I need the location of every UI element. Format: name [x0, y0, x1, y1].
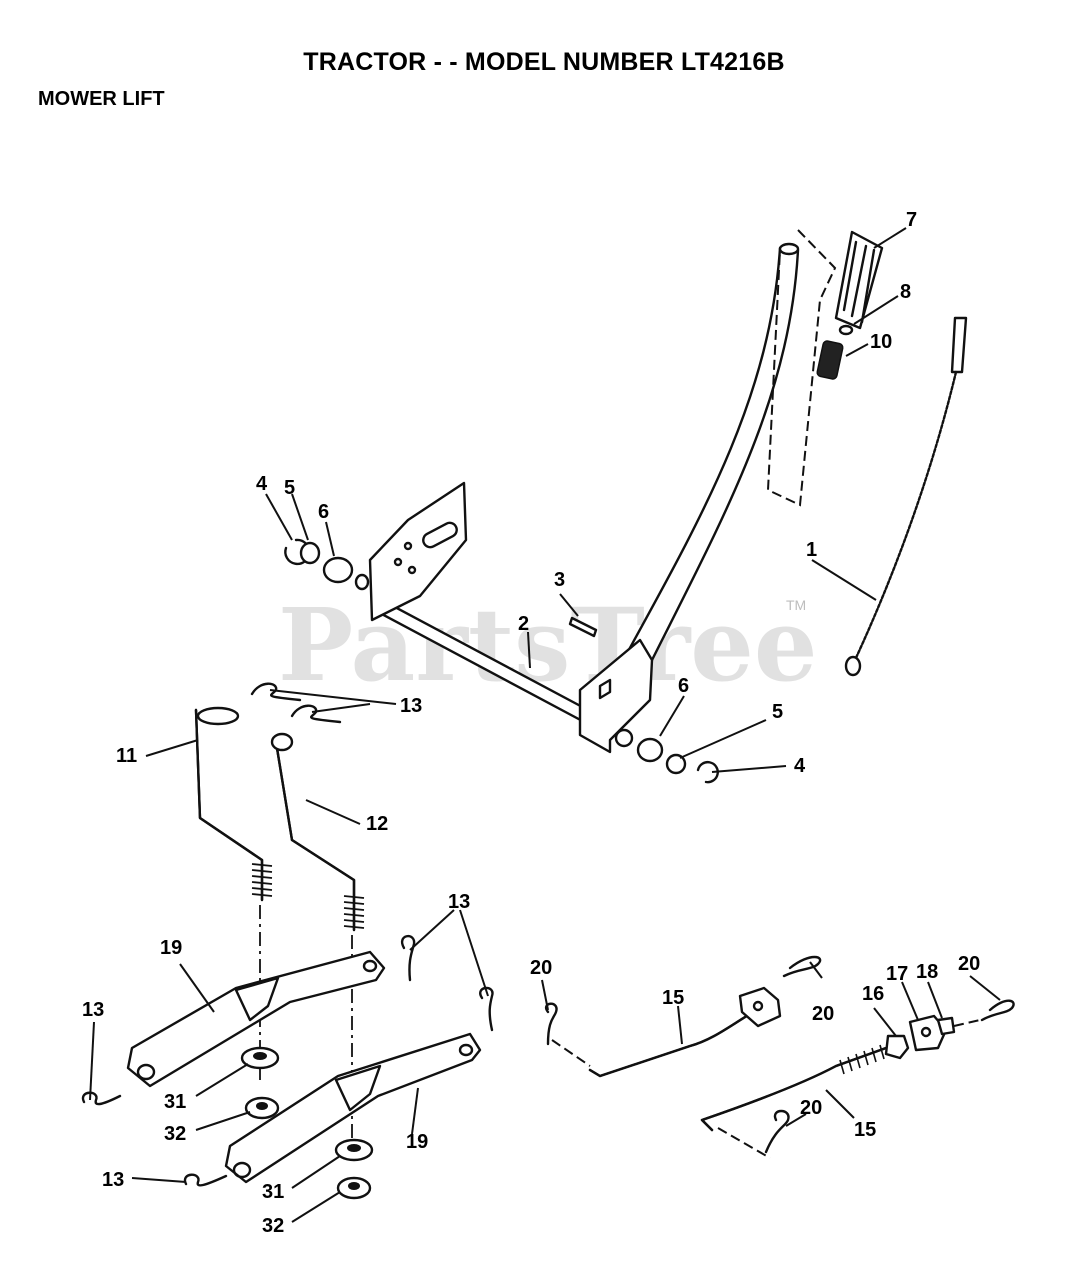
part-grip: [834, 230, 884, 330]
hairpin-clips-20: [545, 955, 1015, 1154]
callout-20-b: 20: [812, 1003, 834, 1025]
callout-19-lower: 19: [406, 1131, 428, 1153]
part-lift-bracket: [578, 638, 654, 754]
callout-6-right: 6: [678, 675, 689, 697]
dash-20-b: [953, 1019, 981, 1027]
callout-11: 11: [116, 745, 137, 767]
callout-7: 7: [906, 209, 917, 231]
callout-32-lower: 32: [262, 1215, 284, 1237]
part-rod-15-upper: [588, 1012, 752, 1078]
callout-10: 10: [870, 331, 892, 353]
grip-guide-dashed: [766, 229, 837, 507]
callout-31-upper: 31: [164, 1091, 186, 1113]
part-nut-16: [884, 1034, 910, 1060]
callouts: 1 2 3 4 4 5 5 6 6 7 8 10 11 12 13 13 13 …: [82, 209, 980, 1237]
callout-8: 8: [900, 281, 911, 303]
callout-17: 17: [886, 963, 908, 985]
part-rod-1: [844, 316, 968, 677]
callout-2: 2: [518, 613, 529, 635]
callout-31-lower: 31: [262, 1181, 284, 1203]
callout-20-d: 20: [800, 1097, 822, 1119]
hardware-right: [614, 728, 719, 784]
callout-5-left: 5: [284, 477, 295, 499]
part-lift-arm-lower: [224, 1032, 482, 1184]
callout-13-upper: 13: [400, 695, 422, 717]
callout-32-upper: 32: [164, 1123, 186, 1145]
callout-5-right: 5: [772, 701, 783, 723]
callout-18: 18: [916, 961, 938, 983]
part-block-17: [908, 1014, 948, 1052]
part-link-12: [270, 732, 365, 932]
part-block-upper: [738, 986, 782, 1028]
callout-19-upper: 19: [160, 937, 182, 959]
watermark: PartsTree TM: [278, 586, 818, 704]
callout-15-lower: 15: [854, 1119, 876, 1141]
dash-20-a: [551, 1039, 591, 1067]
callout-13-lower: 13: [102, 1169, 124, 1191]
spacers-lower: [334, 1138, 374, 1200]
section-subtitle: MOWER LIFT: [38, 88, 165, 110]
hardware-left: [284, 538, 370, 591]
callout-6-left: 6: [318, 501, 329, 523]
callout-13-arms: 13: [448, 891, 470, 913]
part-mounting-plate: [368, 481, 468, 622]
watermark-tm: TM: [786, 597, 806, 613]
part-lift-arm-upper: [126, 950, 386, 1088]
callout-13-left: 13: [82, 999, 104, 1021]
callout-20-a: 20: [530, 957, 552, 979]
callout-4-left: 4: [256, 473, 268, 495]
callout-3: 3: [554, 569, 565, 591]
callout-1: 1: [806, 539, 817, 561]
callout-15-upper: 15: [662, 987, 684, 1009]
callout-4-right: 4: [794, 755, 806, 777]
callout-12: 12: [366, 813, 388, 835]
leader-lines: [89, 227, 1001, 1223]
part-spring: [816, 340, 844, 380]
watermark-text: PartsTree: [278, 586, 818, 704]
callout-20-c: 20: [958, 953, 980, 975]
hairpin-clips-arms: [81, 935, 494, 1187]
part-washer-8: [838, 324, 854, 336]
part-nut-18: [936, 1016, 956, 1036]
page-title: TRACTOR - - MODEL NUMBER LT4216B: [303, 48, 785, 76]
part-key: [568, 616, 598, 638]
part-rod-15-lower: [700, 1044, 888, 1132]
callout-16: 16: [862, 983, 884, 1005]
part-link-11: [194, 706, 273, 902]
spacers-upper: [240, 1046, 280, 1120]
dash-20-c: [717, 1127, 771, 1159]
